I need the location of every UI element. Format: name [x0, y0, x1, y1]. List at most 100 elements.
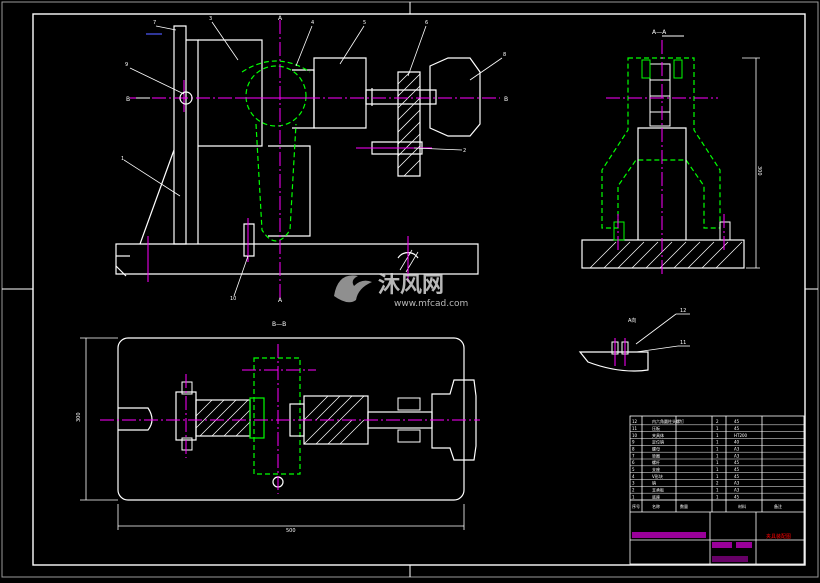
front-view	[115, 25, 481, 277]
bom-cell-qty: 1	[716, 467, 719, 472]
bom-cell-qty: 2	[716, 481, 719, 486]
side-labels: A—A 300	[652, 29, 762, 176]
bom-cell-name: 螺杆	[652, 459, 660, 465]
drawing-title: 夹具装配图	[766, 533, 791, 540]
bom-cell-no: 1	[632, 494, 635, 499]
bom-cell-mat: A3	[734, 481, 740, 486]
bom-cell-qty: 1	[716, 447, 719, 452]
bom-cell-qty: 1	[716, 494, 719, 499]
support-plate-outline	[173, 25, 187, 245]
bom-cell-no: 4	[632, 474, 635, 479]
title-header: 序号 名称 数量 材料 备注	[632, 503, 782, 509]
bom-cell-name: 底座	[652, 493, 660, 499]
watermark-url: www.mfcad.com	[394, 299, 468, 309]
svg-text:11: 11	[680, 340, 686, 346]
front-hatch	[397, 71, 421, 273]
bom-cell-no: 5	[632, 467, 635, 472]
bom-cell-no: 11	[632, 426, 638, 431]
section-aa-title: A—A	[652, 29, 667, 36]
svg-text:9: 9	[125, 62, 128, 68]
bom-cell-name: 支承板	[652, 487, 664, 493]
knob-outline	[429, 57, 481, 137]
bom-cell-no: 6	[632, 460, 635, 465]
pin-circle	[179, 91, 193, 105]
bom-cell-mat: A3	[734, 447, 740, 452]
bom-cell-mat: 45	[734, 474, 740, 479]
bom-cell-no: 3	[632, 481, 635, 486]
bom-cell-mat: HT200	[734, 433, 748, 438]
hdr-name: 名称	[652, 503, 660, 509]
bom-cell-name: 压板	[652, 425, 660, 431]
base-outline	[115, 243, 479, 275]
svg-text:12: 12	[680, 308, 686, 314]
bom-cell-qty: 1	[716, 488, 719, 493]
section-b-left: B	[126, 96, 130, 103]
bom-cell-name: 螺母	[652, 446, 660, 452]
bom-cell-mat: 45	[734, 467, 740, 472]
bom-cell-qty: 1	[716, 433, 719, 438]
top-view	[80, 337, 480, 530]
section-b-right: B	[504, 96, 508, 103]
front-workpiece	[241, 60, 311, 242]
hdr-qty: 数量	[680, 503, 688, 509]
section-bb-title: B—B	[272, 321, 286, 328]
bom-cell-mat: 45	[734, 419, 740, 424]
bom-cell-name: 夹具体	[652, 432, 664, 438]
dim-height-right: 300	[756, 166, 762, 176]
side-view	[581, 35, 760, 274]
title-signature-area	[632, 532, 752, 562]
bom-cell-name: 销	[652, 480, 656, 486]
dim-width-bottom: 500	[286, 528, 296, 534]
bom-cell-no: 8	[632, 447, 635, 452]
bom-cell-mat: A3	[734, 453, 740, 458]
section-a-bottom: A	[278, 297, 283, 304]
bom-cell-qty: 2	[716, 419, 719, 424]
front-part-labels: 9 7 3 4 5 6 8 2 1 10	[121, 16, 506, 302]
bom-cell-name: 垫圈	[652, 452, 660, 458]
bom-cell-no: 2	[632, 488, 635, 493]
bom-cell-mat: 45	[734, 494, 740, 499]
front-leaders	[123, 21, 503, 297]
dim-height-left: 300	[76, 412, 82, 422]
hdr-no: 序号	[632, 503, 640, 509]
svg-text:3: 3	[209, 16, 212, 22]
svg-text:7: 7	[153, 20, 156, 26]
watermark-brand: 沐风网	[378, 273, 444, 298]
bom-cell-name: 内六角圆柱头螺钉	[652, 418, 684, 424]
bom-cell-no: 10	[632, 433, 638, 438]
view-label: A向	[628, 317, 636, 324]
section-a-top: A	[278, 15, 283, 22]
hdr-note: 备注	[774, 503, 782, 509]
bom-cell-qty: 1	[716, 440, 719, 445]
bom-cell-mat: 40	[734, 440, 740, 445]
bom-cell-no: 7	[632, 453, 635, 458]
bom-cell-name: 支座	[652, 466, 660, 472]
svg-text:4: 4	[311, 20, 314, 26]
bom-cell-name: V形块	[652, 473, 663, 479]
bom-cell-qty: 1	[716, 453, 719, 458]
bom-cell-qty: 1	[716, 426, 719, 431]
watermark-logo-icon: 沐风网 www.mfcad.com	[334, 273, 468, 309]
svg-text:1: 1	[121, 156, 124, 162]
bom-cell-qty: 1	[716, 460, 719, 465]
detail-view: A向 12 11	[578, 308, 690, 372]
bom-cell-mat: 45	[734, 426, 740, 431]
bom-cell-name: 定位销	[652, 439, 664, 445]
bom-cell-mat: 45	[734, 460, 740, 465]
top-view-labels: B—B 500 300	[76, 321, 296, 534]
svg-text:6: 6	[425, 20, 428, 26]
bom-cell-no: 12	[632, 419, 638, 424]
svg-text:8: 8	[503, 52, 506, 58]
svg-text:10: 10	[230, 296, 236, 302]
watermark: 沐风网 www.mfcad.com	[328, 266, 498, 312]
svg-text:2: 2	[463, 148, 466, 154]
front-section-labels: A A B B	[126, 15, 508, 304]
bom-cell-qty: 1	[716, 474, 719, 479]
hdr-mat: 材料	[738, 503, 746, 509]
bom-cell-no: 9	[632, 440, 635, 445]
svg-text:5: 5	[363, 20, 366, 26]
